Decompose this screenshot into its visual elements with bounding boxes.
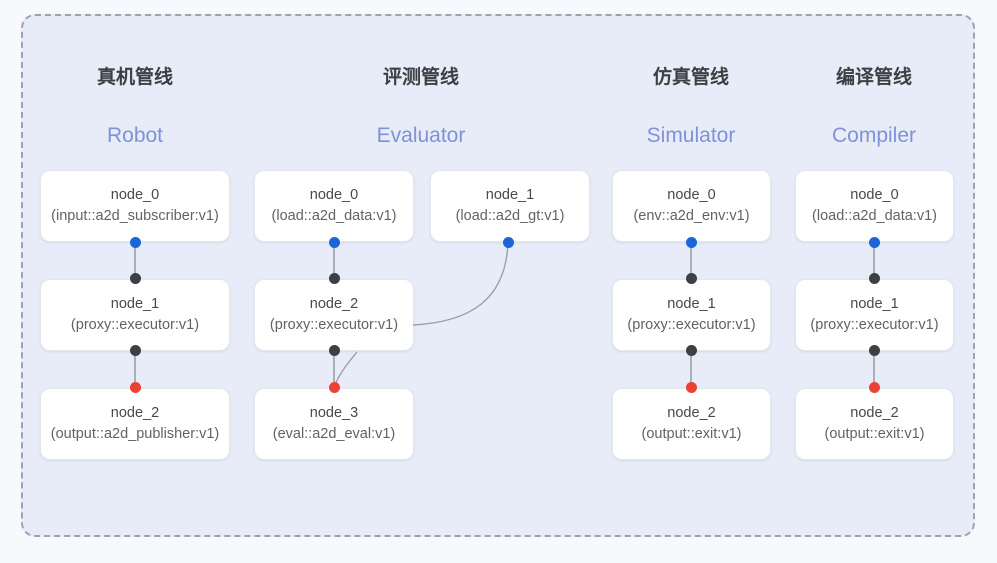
node-type: (load::a2d_data:v1) — [271, 208, 397, 224]
column-title-cn-simulator: 仿真管线 — [652, 67, 729, 88]
node-type: (env::a2d_env:v1) — [633, 208, 750, 224]
port-output-evaluator-1[interactable] — [502, 236, 514, 248]
column-title-en-compiler: Compiler — [831, 124, 917, 147]
node-id: node_2 — [850, 405, 899, 421]
node-type: (output::a2d_publisher:v1) — [50, 426, 220, 442]
column-title-en-robot: Robot — [106, 124, 164, 147]
node-robot-0[interactable]: node_0 (input::a2d_subscriber:v1) — [40, 170, 230, 242]
node-type: (output::exit:v1) — [641, 426, 742, 442]
column-title-en-simulator: Simulator — [646, 124, 736, 147]
node-compiler-2[interactable]: node_2 (output::exit:v1) — [795, 388, 954, 460]
node-simulator-1[interactable]: node_1 (proxy::executor:v1) — [612, 279, 771, 351]
port-output-compiler-0[interactable] — [868, 236, 880, 248]
node-type: (load::a2d_gt:v1) — [455, 208, 565, 224]
column-title-cn-evaluator: 评测管线 — [382, 67, 459, 88]
node-id: node_1 — [110, 296, 160, 312]
node-id: node_2 — [309, 296, 359, 312]
port-output-simulator-1[interactable] — [685, 344, 697, 356]
node-compiler-1[interactable]: node_1 (proxy::executor:v1) — [795, 279, 954, 351]
node-id: node_2 — [667, 405, 716, 421]
column-title-en-evaluator: Evaluator — [376, 124, 466, 147]
node-robot-1[interactable]: node_1 (proxy::executor:v1) — [40, 279, 230, 351]
node-id: node_0 — [667, 187, 716, 203]
node-simulator-2[interactable]: node_2 (output::exit:v1) — [612, 388, 771, 460]
port-output-robot-1[interactable] — [129, 344, 141, 356]
node-evaluator-1[interactable]: node_1 (load::a2d_gt:v1) — [430, 170, 590, 242]
node-id: node_0 — [309, 187, 359, 203]
port-input-evaluator-2[interactable] — [328, 272, 340, 284]
column-title-cn-robot: 真机管线 — [96, 67, 173, 88]
node-id: node_0 — [850, 187, 899, 203]
port-output-simulator-0[interactable] — [685, 236, 697, 248]
node-evaluator-0[interactable]: node_0 (load::a2d_data:v1) — [254, 170, 414, 242]
node-type: (proxy::executor:v1) — [70, 317, 200, 333]
node-id: node_1 — [850, 296, 899, 312]
port-output-compiler-1[interactable] — [868, 344, 880, 356]
node-type: (load::a2d_data:v1) — [812, 208, 937, 224]
node-type: (proxy::executor:v1) — [627, 317, 756, 333]
port-output-evaluator-2[interactable] — [328, 344, 340, 356]
node-type: (eval::a2d_eval:v1) — [272, 426, 396, 442]
node-id: node_1 — [485, 187, 535, 203]
port-input-simulator-1[interactable] — [685, 272, 697, 284]
node-evaluator-3[interactable]: node_3 (eval::a2d_eval:v1) — [254, 388, 414, 460]
node-evaluator-2[interactable]: node_2 (proxy::executor:v1) — [254, 279, 414, 351]
port-terminal-evaluator-3[interactable] — [328, 381, 340, 393]
node-id: node_2 — [110, 405, 160, 421]
node-type: (proxy::executor:v1) — [810, 317, 939, 333]
port-terminal-simulator-2[interactable] — [685, 381, 697, 393]
node-robot-2[interactable]: node_2 (output::a2d_publisher:v1) — [40, 388, 230, 460]
node-type: (input::a2d_subscriber:v1) — [51, 208, 219, 224]
column-title-cn-compiler: 编译管线 — [835, 67, 912, 88]
port-input-compiler-1[interactable] — [868, 272, 880, 284]
port-terminal-compiler-2[interactable] — [868, 381, 880, 393]
node-compiler-0[interactable]: node_0 (load::a2d_data:v1) — [795, 170, 954, 242]
port-output-robot-0[interactable] — [129, 236, 141, 248]
node-type: (proxy::executor:v1) — [269, 317, 399, 333]
node-simulator-0[interactable]: node_0 (env::a2d_env:v1) — [612, 170, 771, 242]
node-type: (output::exit:v1) — [824, 426, 925, 442]
node-id: node_3 — [309, 405, 359, 421]
port-input-robot-1[interactable] — [129, 272, 141, 284]
node-id: node_0 — [110, 187, 160, 203]
port-terminal-robot-2[interactable] — [129, 381, 141, 393]
node-id: node_1 — [667, 296, 716, 312]
port-output-evaluator-0[interactable] — [328, 236, 340, 248]
